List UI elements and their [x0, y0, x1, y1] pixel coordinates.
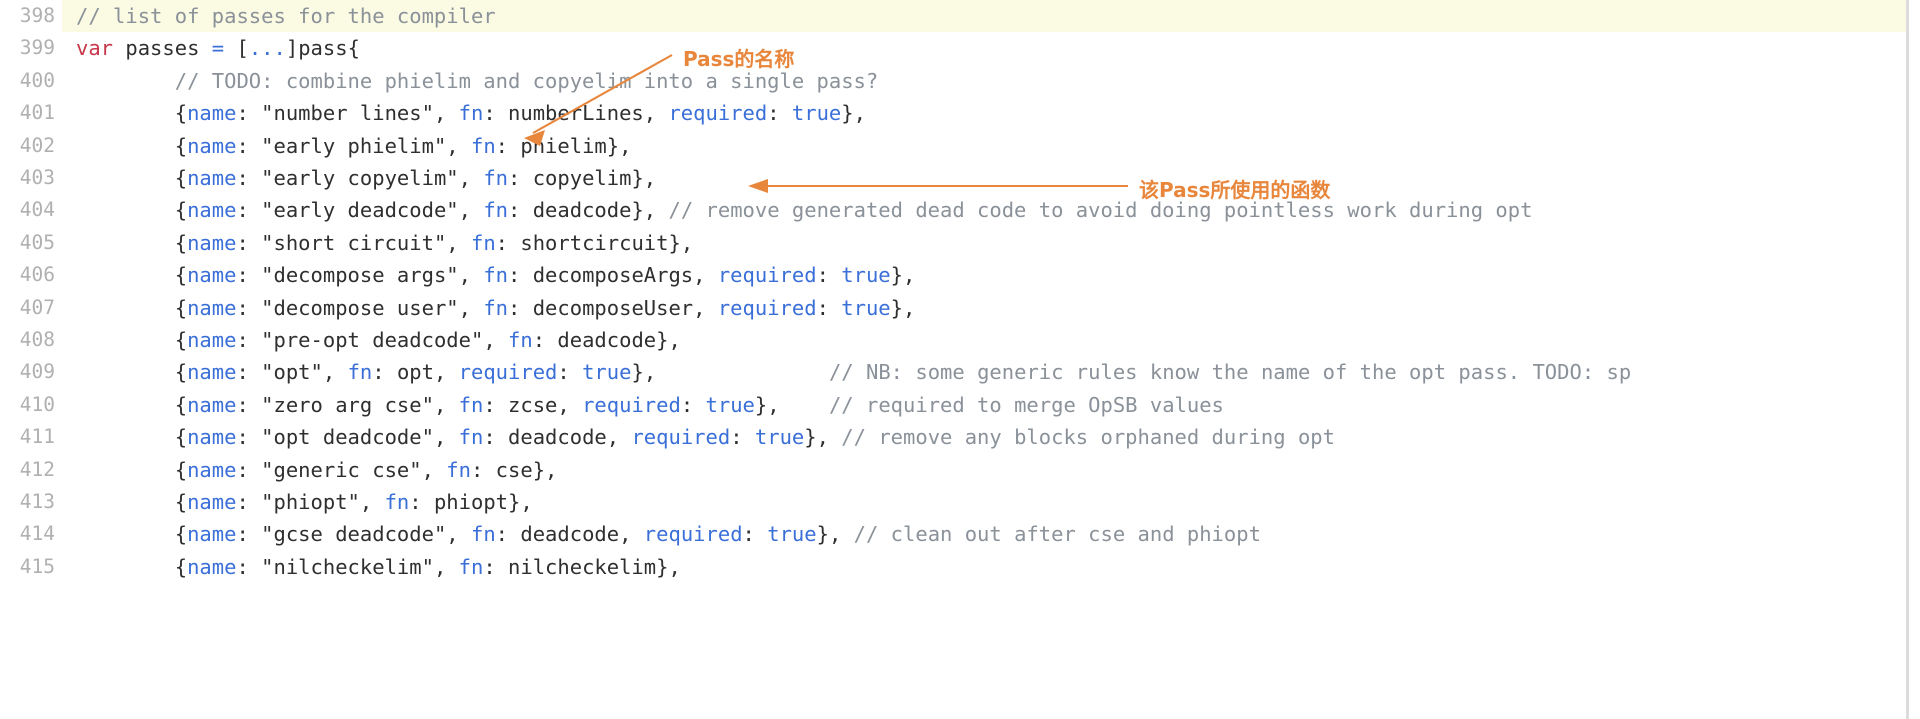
code-line[interactable]: 404 {name: "early deadcode", fn: deadcod… — [0, 194, 1920, 226]
code-line-content[interactable]: // list of passes for the compiler — [62, 0, 1907, 33]
code-line-content[interactable]: {name: "pre-opt deadcode", fn: deadcode}… — [174, 328, 681, 352]
code-line-content[interactable]: {name: "decompose args", fn: decomposeAr… — [174, 263, 916, 288]
line-number: 401 — [19, 101, 55, 125]
code-line[interactable]: 402 {name: "early phielim", fn: phielim}… — [0, 130, 1920, 162]
line-number: 408 — [19, 328, 55, 351]
code-line-content[interactable]: var passes = [...]pass{ — [76, 36, 360, 61]
code-line[interactable]: 414 {name: "gcse deadcode", fn: deadcode… — [0, 518, 1920, 550]
code-line[interactable]: 409 {name: "opt", fn: opt, required: tru… — [0, 356, 1920, 388]
code-line-content[interactable]: {name: "early copyelim", fn: copyelim}, — [174, 166, 657, 190]
line-number: 411 — [19, 425, 55, 449]
code-line[interactable]: 413 {name: "phiopt", fn: phiopt}, — [0, 486, 1920, 518]
code-line-content[interactable]: {name: "opt", fn: opt, required: true}, … — [174, 360, 1632, 385]
code-line[interactable]: 403 {name: "early copyelim", fn: copyeli… — [0, 162, 1920, 194]
line-number: 400 — [19, 68, 55, 92]
line-number: 407 — [19, 295, 55, 319]
annotation-label-pass-name: Pass的名称 — [683, 47, 795, 71]
code-line-content[interactable]: {name: "nilcheckelim", fn: nilcheckelim}… — [174, 554, 681, 579]
code-line[interactable]: 401 {name: "number lines", fn: numberLin… — [0, 97, 1920, 129]
code-line-content[interactable]: {name: "phiopt", fn: phiopt}, — [174, 490, 533, 514]
line-number: 413 — [19, 490, 55, 513]
code-line-content[interactable]: {name: "early deadcode", fn: deadcode}, … — [174, 198, 1533, 223]
line-number: 404 — [19, 198, 55, 222]
line-number: 412 — [19, 457, 55, 481]
line-number: 405 — [19, 230, 55, 254]
code-line[interactable]: 412 {name: "generic cse", fn: cse}, — [0, 454, 1920, 486]
code-line[interactable]: 399 var passes = [...]pass{ — [0, 32, 1920, 64]
code-line[interactable]: 408 {name: "pre-opt deadcode", fn: deadc… — [0, 324, 1920, 356]
line-number: 410 — [19, 392, 55, 416]
line-number: 398 — [19, 4, 55, 27]
code-line[interactable]: 411 {name: "opt deadcode", fn: deadcode,… — [0, 421, 1920, 453]
code-line-content[interactable]: {name: "short circuit", fn: shortcircuit… — [174, 230, 694, 255]
vertical-scroll-track[interactable] — [1906, 0, 1909, 719]
code-line-content[interactable]: {name: "generic cse", fn: cse}, — [174, 457, 558, 482]
annotation-label-pass-function: 该Pass所使用的函数 — [1139, 178, 1331, 202]
line-number: 403 — [19, 166, 55, 189]
code-line[interactable]: 405 {name: "short circuit", fn: shortcir… — [0, 227, 1920, 259]
code-line[interactable]: 406 {name: "decompose args", fn: decompo… — [0, 259, 1920, 291]
code-line-content[interactable]: // TODO: combine phielim and copyelim in… — [174, 68, 879, 93]
code-line[interactable]: 410 {name: "zero arg cse", fn: zcse, req… — [0, 389, 1920, 421]
code-line[interactable]: 400 // TODO: combine phielim and copyeli… — [0, 65, 1920, 97]
code-line[interactable]: 415 {name: "nilcheckelim", fn: nilchecke… — [0, 551, 1920, 583]
line-number: 415 — [19, 554, 55, 578]
line-number: 399 — [19, 36, 55, 60]
code-line[interactable]: 407 {name: "decompose user", fn: decompo… — [0, 292, 1920, 324]
code-line-content[interactable]: {name: "gcse deadcode", fn: deadcode, re… — [174, 522, 1261, 547]
code-line-content[interactable]: {name: "zero arg cse", fn: zcse, require… — [174, 392, 1224, 417]
line-number: 409 — [19, 360, 55, 384]
line-number: 414 — [19, 522, 55, 546]
line-number: 406 — [19, 263, 55, 287]
line-number: 402 — [19, 133, 55, 157]
code-line-content[interactable]: {name: "decompose user", fn: decomposeUs… — [174, 295, 916, 320]
code-line-content[interactable]: {name: "opt deadcode", fn: deadcode, req… — [174, 425, 1335, 450]
code-line-content[interactable]: {name: "number lines", fn: numberLines, … — [174, 101, 866, 126]
code-line-content[interactable]: {name: "early phielim", fn: phielim}, — [174, 133, 632, 158]
code-line[interactable]: 398 // list of passes for the compiler — [0, 0, 1920, 33]
